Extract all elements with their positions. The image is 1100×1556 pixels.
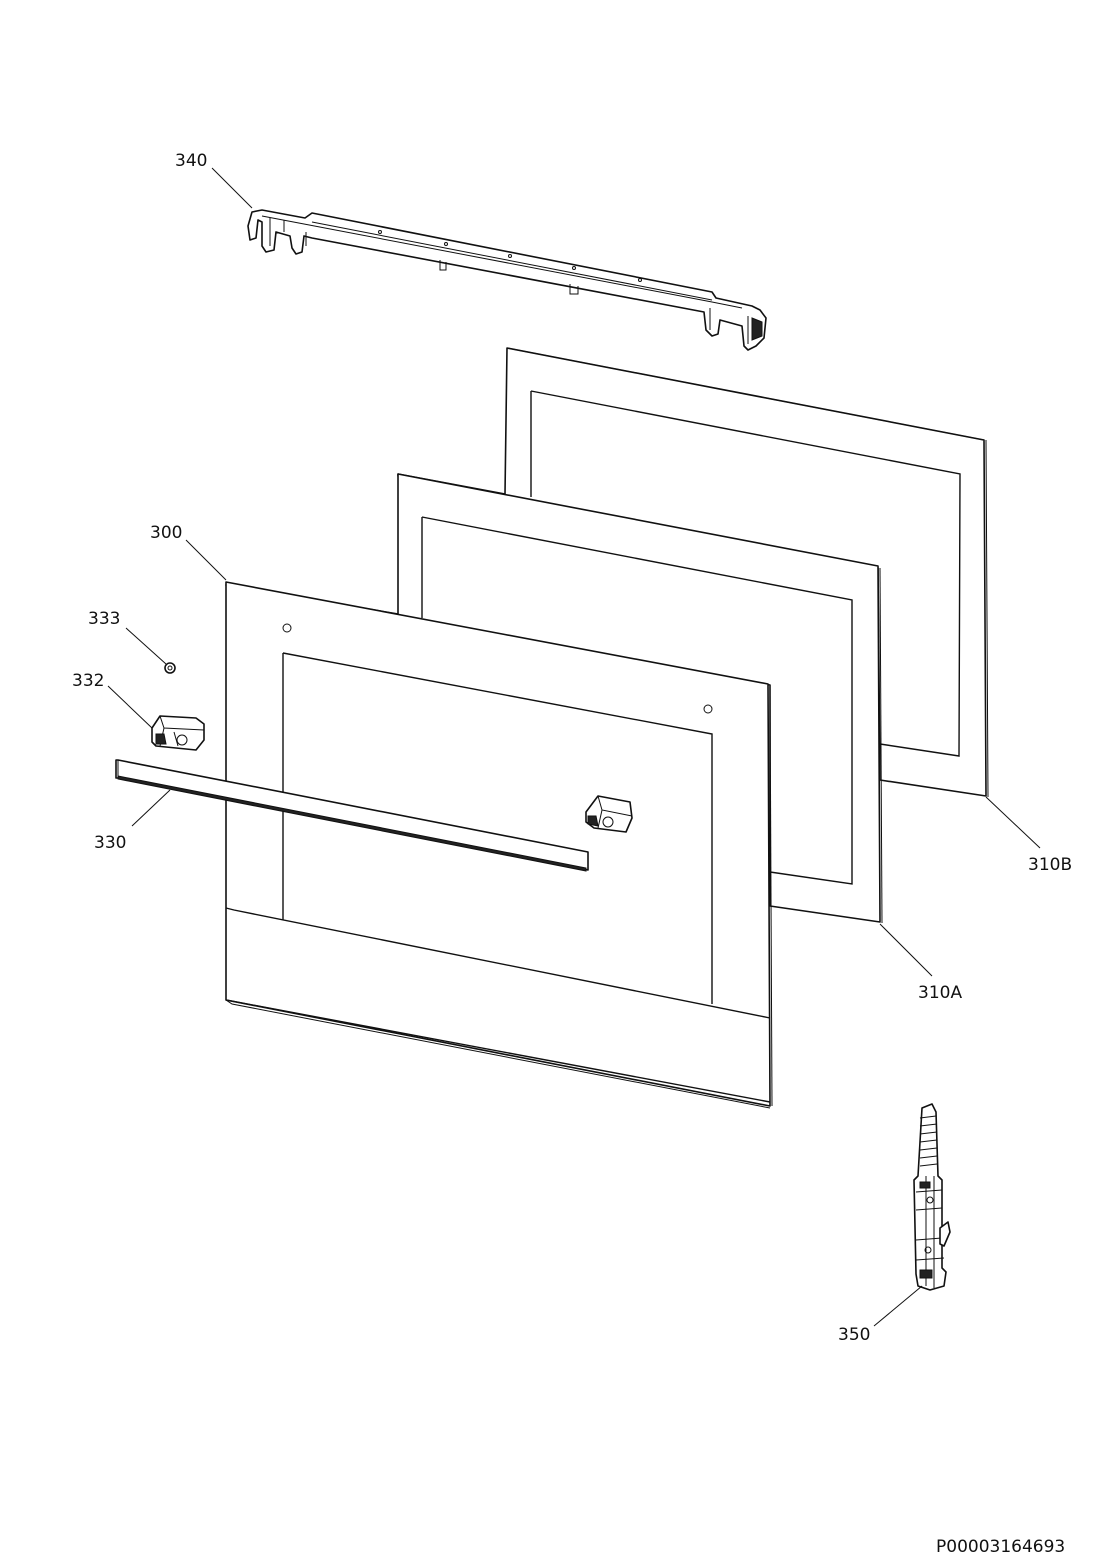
leader-330 bbox=[131, 789, 171, 827]
leader-340 bbox=[211, 167, 253, 209]
part-330-handle-bar bbox=[115, 759, 589, 872]
document-id: P00003164693 bbox=[936, 1537, 1065, 1556]
label-333: 333 bbox=[88, 609, 120, 629]
label-300: 300 bbox=[150, 523, 182, 543]
leader-310b bbox=[985, 796, 1041, 849]
leader-310a bbox=[879, 923, 933, 977]
label-340: 340 bbox=[175, 151, 207, 171]
leader-300 bbox=[185, 539, 227, 581]
label-332: 332 bbox=[72, 671, 104, 691]
leader-332 bbox=[107, 685, 153, 729]
part-333-screw bbox=[164, 662, 176, 674]
label-310a: 310A bbox=[918, 983, 962, 1003]
leader-333 bbox=[125, 627, 167, 665]
part-332-handle-bracket bbox=[151, 715, 205, 751]
label-310b: 310B bbox=[1028, 855, 1072, 875]
label-350: 350 bbox=[838, 1325, 870, 1345]
part-350-hinge bbox=[913, 1103, 951, 1291]
leader-350 bbox=[873, 1285, 923, 1327]
part-330-right-bracket bbox=[585, 795, 633, 833]
part-340-top-trim bbox=[247, 209, 767, 351]
label-330: 330 bbox=[94, 833, 126, 853]
